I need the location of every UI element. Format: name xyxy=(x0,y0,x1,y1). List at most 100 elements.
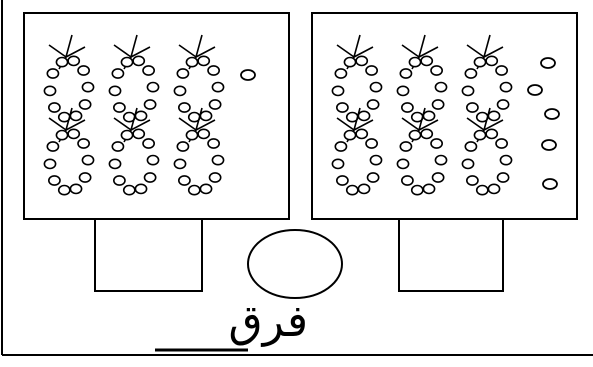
bead xyxy=(176,141,190,152)
difference-oval[interactable] xyxy=(247,229,343,299)
bead xyxy=(173,85,187,97)
bead-string xyxy=(108,34,160,123)
bead xyxy=(400,102,414,113)
bead xyxy=(48,102,61,113)
bead xyxy=(396,158,410,170)
bead xyxy=(485,128,499,140)
right-bead-strings xyxy=(331,34,513,196)
bead xyxy=(142,138,155,149)
loose-bead xyxy=(544,108,560,120)
bead xyxy=(408,129,422,141)
bead xyxy=(487,110,501,122)
right-loose-beads xyxy=(527,57,560,190)
bead xyxy=(208,99,222,110)
bead xyxy=(208,172,222,183)
bead xyxy=(335,102,349,113)
bead xyxy=(211,81,225,93)
bead xyxy=(431,172,445,183)
bead-string xyxy=(173,34,225,123)
bead xyxy=(464,141,478,152)
difference-label: فرق xyxy=(228,296,308,347)
bead xyxy=(487,183,501,195)
bead xyxy=(43,85,57,97)
bead xyxy=(365,65,378,76)
bead xyxy=(197,55,211,67)
bead xyxy=(176,68,190,79)
bead xyxy=(46,68,60,79)
bead xyxy=(357,110,371,122)
bead xyxy=(207,65,220,76)
bead xyxy=(134,183,148,195)
bead xyxy=(113,175,126,186)
bead xyxy=(430,138,443,149)
bead xyxy=(399,68,413,79)
bead xyxy=(335,175,349,186)
bead xyxy=(187,184,201,196)
bead xyxy=(331,158,345,170)
right-answer-box[interactable] xyxy=(398,218,504,292)
bead xyxy=(465,175,479,186)
bead xyxy=(464,68,478,79)
bead xyxy=(495,65,508,76)
bead xyxy=(420,55,434,67)
bead-string xyxy=(396,34,448,123)
bead xyxy=(499,154,513,166)
bead xyxy=(77,65,90,76)
bead xyxy=(113,102,126,113)
bead xyxy=(430,65,443,76)
left-answer-box[interactable] xyxy=(94,218,203,292)
bead xyxy=(434,81,448,93)
loose-bead xyxy=(542,178,558,190)
bead xyxy=(57,184,71,196)
bead xyxy=(78,99,92,110)
bead xyxy=(365,138,378,149)
bead xyxy=(185,129,199,141)
bead xyxy=(369,81,383,93)
bead xyxy=(434,154,448,166)
bead xyxy=(81,81,95,93)
bead xyxy=(473,56,487,68)
bead xyxy=(177,175,191,186)
bead xyxy=(173,158,187,170)
bead xyxy=(345,184,359,196)
bead xyxy=(334,141,348,152)
loose-bead xyxy=(540,57,556,69)
bead xyxy=(143,172,157,183)
bead xyxy=(355,55,369,67)
bead xyxy=(495,138,508,149)
bead-string xyxy=(108,107,160,196)
bead xyxy=(475,184,489,196)
bead xyxy=(146,81,160,93)
bead xyxy=(485,55,499,67)
bead xyxy=(132,128,146,140)
bead xyxy=(197,128,211,140)
bead xyxy=(207,138,220,149)
bead xyxy=(399,141,413,152)
bead xyxy=(108,158,122,170)
bead xyxy=(69,183,83,195)
bead xyxy=(496,99,510,110)
bead-string xyxy=(173,107,225,196)
bead xyxy=(211,154,225,166)
bead xyxy=(357,183,371,195)
bead xyxy=(461,158,475,170)
bead xyxy=(67,128,81,140)
bead-string xyxy=(43,34,95,123)
bead xyxy=(81,154,95,166)
bead xyxy=(43,158,57,170)
bead xyxy=(343,129,357,141)
bead xyxy=(55,129,69,141)
bead xyxy=(396,85,410,97)
bead xyxy=(422,110,436,122)
bead xyxy=(431,99,445,110)
bead xyxy=(366,99,380,110)
bead xyxy=(111,141,125,152)
bead xyxy=(134,110,148,122)
bead xyxy=(369,154,383,166)
bead-string xyxy=(43,107,95,196)
bead xyxy=(366,172,380,183)
bead-string xyxy=(461,34,513,123)
loose-bead xyxy=(541,139,557,151)
loose-bead xyxy=(240,69,256,81)
